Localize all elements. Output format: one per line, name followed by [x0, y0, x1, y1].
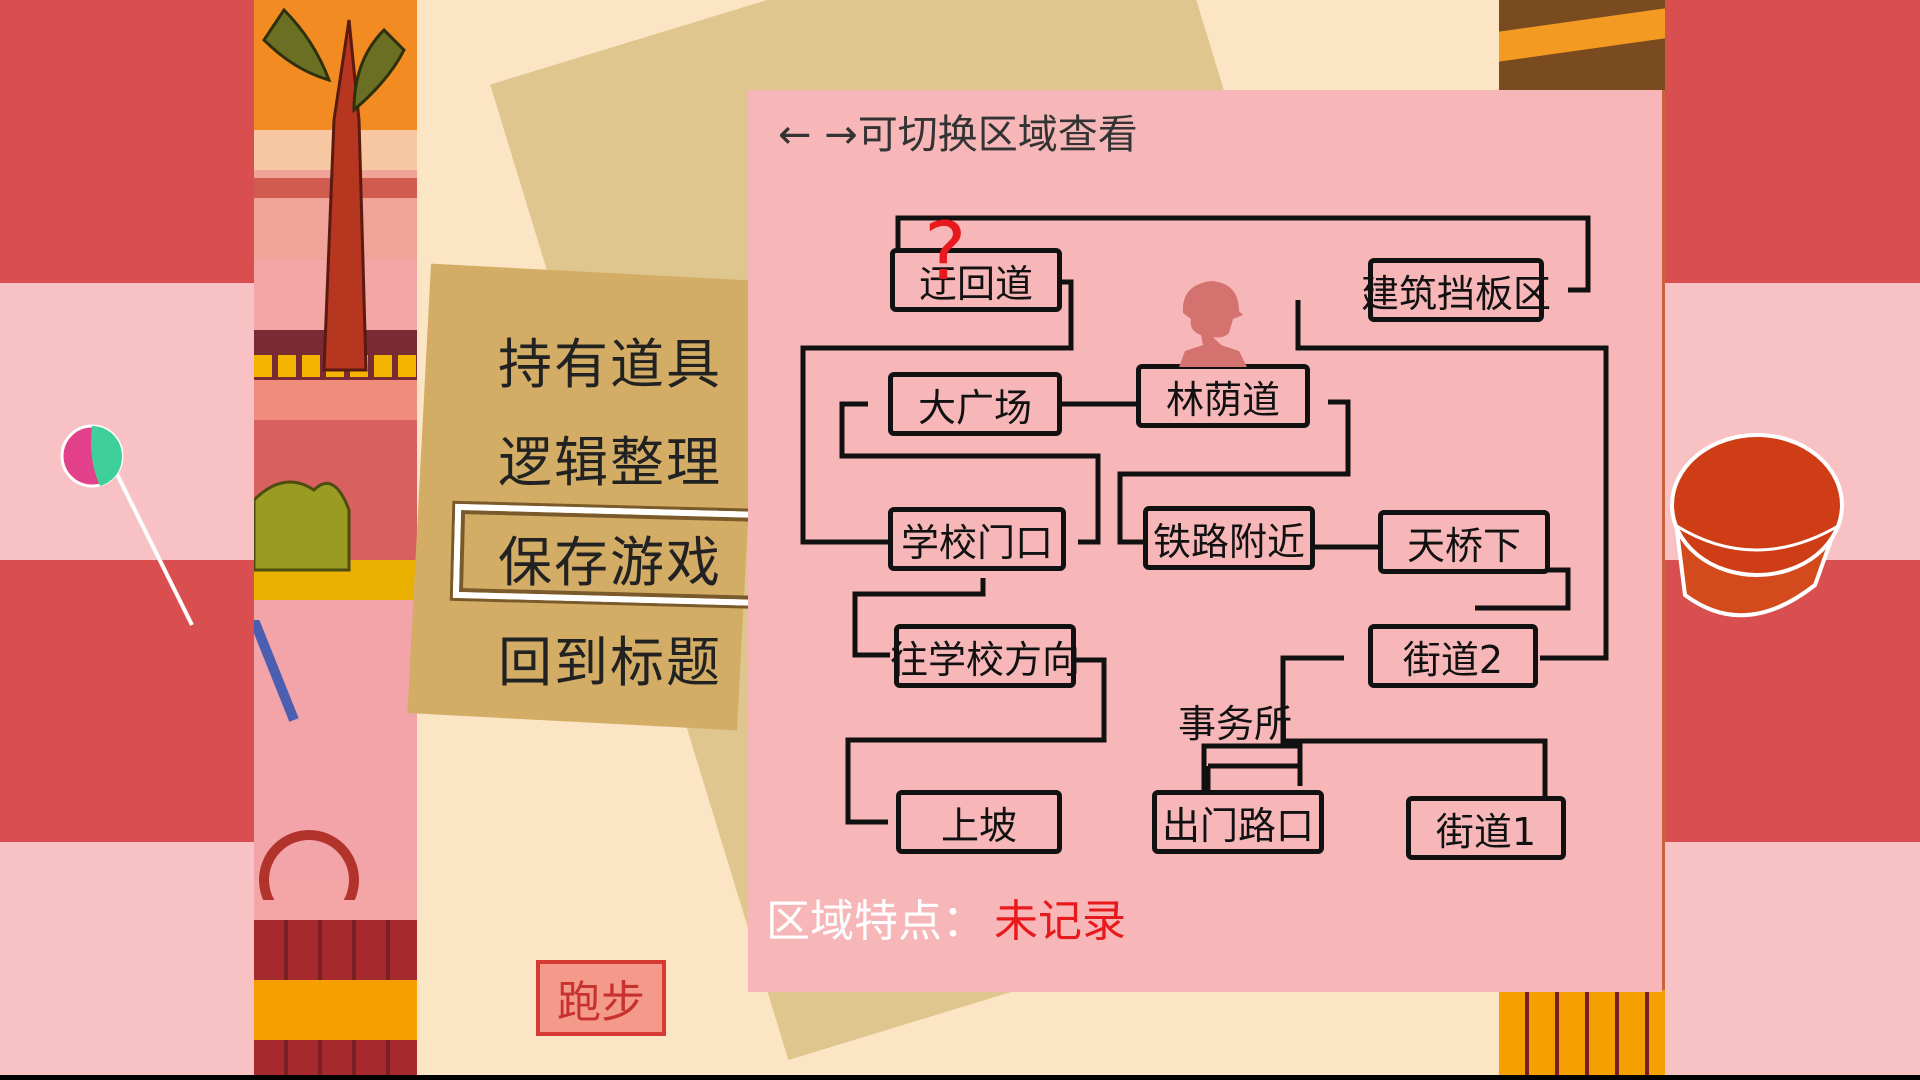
question-mark-icon: ?: [924, 205, 967, 298]
area-feature-label: 区域特点：: [766, 896, 986, 947]
map-node-boulevard[interactable]: 林荫道: [1136, 364, 1310, 428]
left-pillarbox-stripes: [0, 0, 254, 1075]
area-feature-value: 未记录: [994, 896, 1126, 947]
map-node-office[interactable]: 事务所: [1177, 701, 1292, 746]
map-node-exit-crossing[interactable]: 出门路口: [1152, 790, 1324, 854]
map-switch-hint: ← →可切换区域查看: [778, 112, 1138, 158]
menu-item-return-title[interactable]: 回到标题: [498, 631, 722, 694]
menu-item-save-game[interactable]: 保存游戏: [498, 531, 722, 594]
map-node-winding-path[interactable]: 迂回道: [890, 248, 1062, 312]
player-silhouette-icon: [1179, 281, 1247, 367]
map-node-plaza[interactable]: 大广场: [888, 372, 1062, 436]
lollipop-icon: [60, 424, 194, 626]
run-button[interactable]: 跑步: [536, 960, 666, 1036]
street-background-left: [254, 0, 417, 1075]
map-node-near-railway[interactable]: 铁路附近: [1143, 506, 1315, 570]
map-node-street-2[interactable]: 街道2: [1368, 624, 1538, 688]
map-node-street-1[interactable]: 街道1: [1406, 796, 1566, 860]
tree-icon: [262, 7, 406, 372]
map-node-uphill[interactable]: 上坡: [896, 790, 1062, 854]
cake-icon: [1670, 433, 1844, 618]
map-node-school-gate[interactable]: 学校门口: [888, 507, 1066, 571]
menu-item-logic-organize[interactable]: 逻辑整理: [498, 431, 722, 494]
map-node-building-hoarding[interactable]: 建筑挡板区: [1361, 258, 1551, 322]
map-node-toward-school[interactable]: 往学校方向: [890, 624, 1080, 688]
menu-item-held-items[interactable]: 持有道具: [498, 333, 722, 396]
area-map-panel: ← →可切换区域查看: [748, 90, 1662, 992]
bicycle-icon: [254, 620, 359, 900]
bush-icon: [254, 480, 351, 572]
game-viewport: 持有道具 逻辑整理 保存游戏 回到标题 ← →可切换区域查看: [254, 0, 1665, 1075]
map-node-under-bridge[interactable]: 天桥下: [1378, 510, 1550, 574]
